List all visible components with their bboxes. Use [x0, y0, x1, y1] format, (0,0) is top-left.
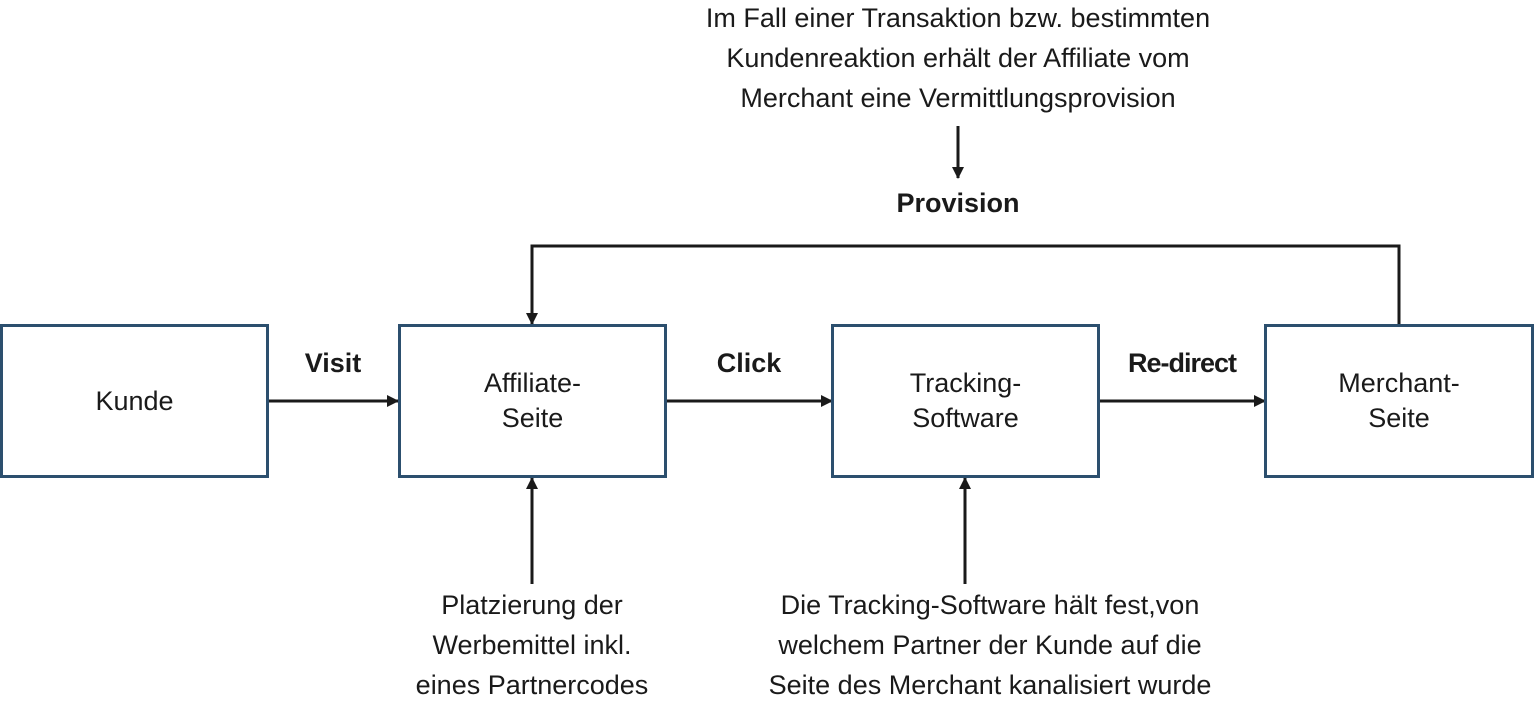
affiliate-label: Affiliate- Seite: [483, 368, 582, 433]
tracking-box: Tracking- Software: [831, 324, 1100, 478]
click-label: Click: [716, 348, 782, 378]
visit-label: Visit: [304, 348, 362, 378]
tracking-label: Tracking- Software: [909, 368, 1022, 433]
kunde-box: Kunde: [0, 324, 269, 478]
provision-label: Provision: [896, 188, 1020, 218]
merchant-label: Merchant- Seite: [1338, 368, 1460, 433]
tracking-note: Die Tracking-Software hält fest,von welc…: [768, 590, 1212, 700]
kunde-label: Kunde: [95, 385, 174, 416]
affiliate-note: Platzierung der Werbemittel inkl. eines …: [415, 590, 649, 700]
redirect-label: Re-direct: [1127, 348, 1237, 378]
provision-arrow: [526, 244, 1401, 325]
top-note: Im Fall einer Transaktion bzw. bestimmte…: [705, 3, 1211, 113]
merchant-box: Merchant- Seite: [1264, 324, 1534, 478]
affiliate-box: Affiliate- Seite: [398, 324, 667, 478]
